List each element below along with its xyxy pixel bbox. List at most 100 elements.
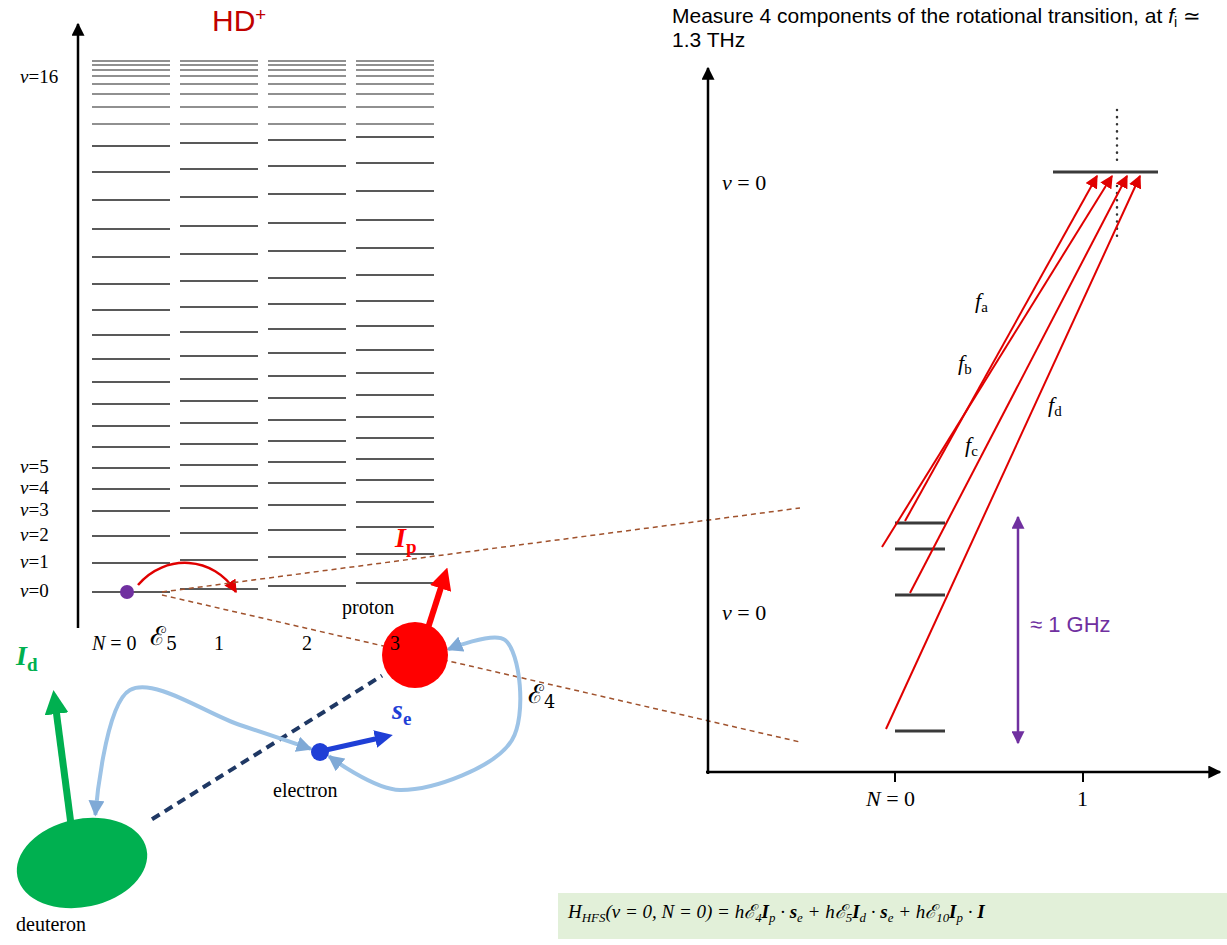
splitting-arrow <box>1017 517 1020 743</box>
energy-level <box>268 461 346 463</box>
energy-level <box>268 529 346 531</box>
energy-level <box>92 256 170 258</box>
energy-level <box>268 83 346 84</box>
energy-level <box>268 165 346 167</box>
energy-level <box>180 507 258 509</box>
energy-level <box>92 83 170 84</box>
energy-level <box>268 222 346 224</box>
population-dot <box>120 585 134 599</box>
energy-level <box>268 482 346 484</box>
energy-level <box>268 352 346 354</box>
vib-level-label: v=3 <box>20 499 49 521</box>
transition-arrows <box>882 176 1140 729</box>
energy-level <box>180 532 258 534</box>
frequency-label: fb <box>958 350 972 375</box>
vib-level-label: v=16 <box>20 66 58 88</box>
energy-level <box>356 75 434 76</box>
energy-level <box>92 562 170 564</box>
energy-level <box>268 64 346 65</box>
molecule-title: HD+ <box>212 4 266 39</box>
internuclear-axis <box>152 676 382 820</box>
hamiltonian-formula: HHFS(v = 0, N = 0) = hℰ4Ip · se + hℰ5Id … <box>568 901 985 923</box>
energy-level <box>180 93 258 94</box>
energy-level <box>180 142 258 144</box>
rotation-axis <box>706 771 1220 774</box>
energy-level <box>356 219 434 221</box>
axis-tick <box>894 772 896 782</box>
energy-level <box>180 83 258 84</box>
rot-level-label: 1 <box>1077 786 1088 811</box>
frequency-label: fd <box>1048 392 1062 417</box>
energy-level <box>268 440 346 442</box>
energy-level <box>268 419 346 421</box>
energy-level <box>268 504 346 506</box>
energy-level <box>92 535 170 537</box>
energy-level <box>180 64 258 65</box>
energy-level <box>356 501 434 503</box>
energy-level <box>92 403 170 405</box>
energy-levels <box>92 61 434 592</box>
axis-tick <box>1082 772 1084 782</box>
energy-level <box>356 136 434 138</box>
vib-level-label: v=4 <box>20 477 49 499</box>
energy-level <box>356 123 434 124</box>
energy-level <box>92 467 170 469</box>
energy-level <box>92 446 170 448</box>
energy-level <box>356 106 434 107</box>
energy-level <box>356 479 434 481</box>
energy-level <box>180 355 258 357</box>
electron-dot: electron <box>311 743 329 761</box>
hamiltonian-box: HHFS(v = 0, N = 0) = hℰ4Ip · se + hℰ5Id … <box>558 893 1227 939</box>
energy-level <box>92 228 170 230</box>
energy-level <box>92 334 170 336</box>
energy-level <box>92 358 170 360</box>
rot-level-label: 2 <box>302 632 312 655</box>
energy-level <box>356 372 434 374</box>
energy-level <box>92 93 170 94</box>
energy-level <box>180 196 258 198</box>
energy-level <box>268 193 346 195</box>
energy-level <box>268 397 346 399</box>
proton-spin-arrow <box>428 578 444 628</box>
energy-level <box>268 60 346 61</box>
zoom-line <box>162 508 800 592</box>
vib-level-label: v = 0 <box>722 600 766 625</box>
energy-level <box>268 585 346 587</box>
energy-level <box>356 162 434 164</box>
vib-level-label: v=1 <box>20 551 49 573</box>
energy-level <box>92 283 170 285</box>
rot-level-label: N = 0 <box>866 786 915 811</box>
energy-level <box>92 425 170 427</box>
energy-level <box>92 488 170 490</box>
particle-name: electron <box>273 779 337 802</box>
energy-axis <box>77 24 80 628</box>
energy-level <box>356 325 434 327</box>
coupling-constant: ℰ4 <box>528 680 555 709</box>
rot-level-label: N = 0 <box>92 632 137 655</box>
energy-level <box>356 274 434 276</box>
energy-level <box>356 394 434 396</box>
energy-level <box>268 69 346 70</box>
energy-level <box>356 582 434 584</box>
particle-name: proton <box>342 596 394 619</box>
vib-level-label: v=2 <box>20 524 49 546</box>
energy-level <box>268 106 346 107</box>
vib-level-label: v=0 <box>20 580 49 602</box>
energy-level <box>268 328 346 330</box>
zoom-line <box>162 595 800 742</box>
energy-level <box>180 422 258 424</box>
energy-level <box>356 437 434 439</box>
particle-name: deuteron <box>16 913 86 936</box>
energy-level <box>356 60 434 61</box>
deuteron-ellipse: deuteron <box>12 815 152 911</box>
spin-label: Ip <box>395 522 417 554</box>
energy-level <box>268 93 346 94</box>
energy-level <box>180 331 258 333</box>
energy-level <box>268 375 346 377</box>
rot-level-label: 3 <box>390 632 400 655</box>
energy-level <box>268 556 346 558</box>
energy-level <box>92 69 170 70</box>
energy-level <box>356 553 434 555</box>
spin-label: se <box>392 694 411 726</box>
